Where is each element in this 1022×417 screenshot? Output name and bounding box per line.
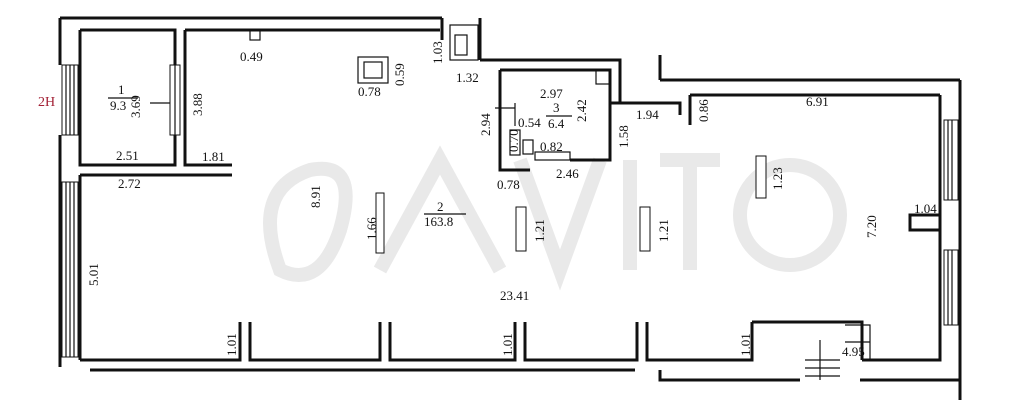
dimension-label: 1.04	[914, 201, 937, 216]
fixtures	[150, 24, 871, 380]
dimension-label: 0.78	[358, 84, 381, 99]
dimension-label: 4.95	[842, 344, 865, 359]
dimension-label: 1.66	[364, 217, 379, 240]
dimension-label: 5.01	[86, 263, 101, 286]
dimension-label: 0.86	[696, 99, 711, 122]
dimension-label: 1.03	[430, 41, 445, 64]
dimension-label: 0.54	[518, 115, 541, 130]
walls	[58, 16, 962, 400]
dimension-label: 2.97	[540, 86, 563, 101]
dimension-label: 1.01	[224, 333, 239, 356]
room-2-label: 2 163.8	[424, 199, 466, 229]
dimension-label: 1.81	[202, 149, 225, 164]
windows	[61, 64, 959, 358]
dimension-label: 8.91	[308, 185, 323, 208]
room-3-label: 3 6.4	[546, 100, 572, 131]
room-number: 3	[553, 100, 560, 115]
dimension-label: 7.20	[864, 215, 879, 238]
room-1-label: 1 9.3	[108, 82, 138, 113]
room-area: 6.4	[548, 116, 565, 131]
dimension-label: 0.59	[392, 63, 407, 86]
dimension-label: 1.58	[616, 125, 631, 148]
dimension-label: 0.49	[240, 49, 263, 64]
dimension-label: 6.91	[806, 94, 829, 109]
watermark	[263, 145, 847, 291]
dimension-label: 23.41	[500, 288, 529, 303]
dimension-label: 1.01	[500, 333, 515, 356]
room-area: 163.8	[424, 214, 453, 229]
dimension-label: 2.46	[556, 166, 579, 181]
room-area: 9.3	[110, 98, 126, 113]
dimension-label: 2.94	[478, 113, 493, 136]
dimension-label: 0.70	[506, 129, 521, 152]
dimension-labels: 0.49 1.03 0.59 0.78 1.32 2.97 3.69 3.88 …	[86, 41, 937, 359]
room-number: 2	[437, 199, 444, 214]
dimension-label: 1.21	[532, 219, 547, 242]
dimension-label: 3.88	[190, 93, 205, 116]
dimension-label: 3.69	[128, 95, 143, 118]
dimension-label: 2.72	[118, 176, 141, 191]
dimension-label: 1.94	[636, 107, 659, 122]
dimension-label: 1.23	[770, 167, 785, 190]
dimension-label: 1.32	[456, 70, 479, 85]
level-marker: 2H	[38, 95, 55, 110]
room-number: 1	[118, 82, 125, 97]
dimension-label: 1.01	[738, 333, 753, 356]
dimension-label: 2.42	[574, 99, 589, 122]
dimension-label: 0.78	[497, 177, 520, 192]
dimension-label: 2.51	[116, 148, 139, 163]
dimension-label: 0.82	[540, 139, 563, 154]
dimension-label: 1.21	[656, 219, 671, 242]
